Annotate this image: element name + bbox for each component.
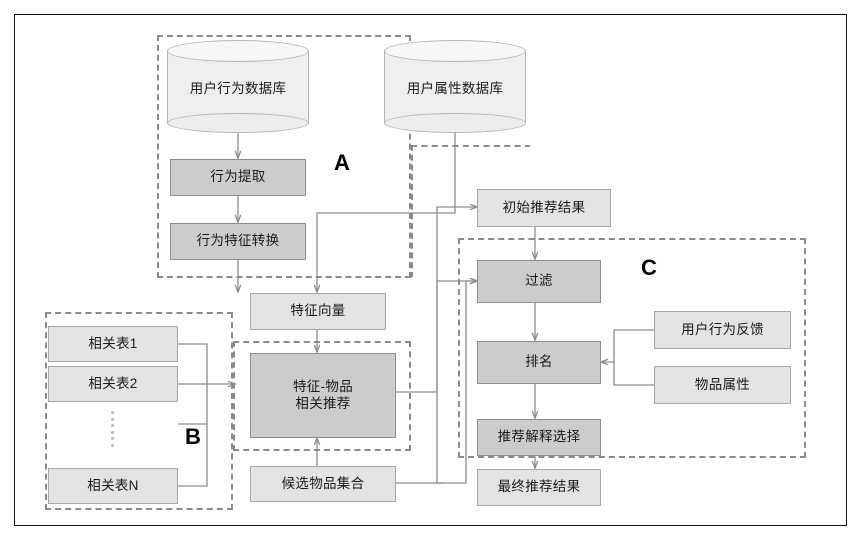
node-rec-explain-select[interactable]: 推荐解释选择 bbox=[477, 419, 601, 456]
cylinder-top bbox=[167, 40, 309, 62]
node-behavior-feature-conv-label: 行为特征转换 bbox=[196, 233, 280, 249]
node-final-rec-result[interactable]: 最终推荐结果 bbox=[477, 469, 601, 506]
node-item-attribute-label: 物品属性 bbox=[694, 376, 751, 392]
db-user-attribute: 用户属性数据库 bbox=[384, 40, 526, 133]
node-relation-table-2[interactable]: 相关表2 bbox=[48, 366, 178, 402]
cylinder-bottom bbox=[167, 113, 309, 133]
group-c-label: C bbox=[641, 255, 657, 280]
node-behavior-extract-label: 行为提取 bbox=[210, 169, 266, 185]
cylinder-bottom bbox=[384, 113, 526, 133]
node-behavior-feature-conv[interactable]: 行为特征转换 bbox=[170, 223, 306, 260]
node-candidate-item-set[interactable]: 候选物品集合 bbox=[250, 466, 396, 502]
node-relation-table-1-label: 相关表1 bbox=[88, 335, 138, 351]
node-rec-explain-select-label: 推荐解释选择 bbox=[497, 429, 581, 445]
cylinder-top bbox=[384, 40, 526, 62]
node-final-rec-result-label: 最终推荐结果 bbox=[497, 479, 581, 495]
group-b-label: B bbox=[185, 424, 201, 449]
relation-table-ellipsis-icon bbox=[111, 411, 114, 447]
node-user-behavior-feedback-label: 用户行为反馈 bbox=[681, 321, 764, 337]
node-relation-table-n-label: 相关表N bbox=[87, 477, 139, 493]
group-a-label: A bbox=[334, 150, 350, 175]
cylinder-body bbox=[384, 50, 526, 123]
node-ranking-label: 排名 bbox=[525, 354, 553, 370]
node-item-attribute[interactable]: 物品属性 bbox=[654, 366, 791, 404]
node-filter[interactable]: 过滤 bbox=[477, 260, 601, 303]
node-initial-rec-result[interactable]: 初始推荐结果 bbox=[477, 189, 611, 227]
node-relation-table-1[interactable]: 相关表1 bbox=[48, 326, 178, 362]
node-candidate-item-set-label: 候选物品集合 bbox=[281, 475, 365, 491]
group-b-region bbox=[45, 312, 233, 510]
node-initial-rec-result-label: 初始推荐结果 bbox=[502, 199, 586, 215]
node-relation-table-2-label: 相关表2 bbox=[88, 375, 138, 391]
db-user-attribute-label: 用户属性数据库 bbox=[406, 80, 504, 96]
node-filter-label: 过滤 bbox=[525, 273, 553, 289]
node-behavior-extract[interactable]: 行为提取 bbox=[170, 159, 306, 196]
cylinder-body bbox=[167, 50, 309, 123]
node-relation-table-n[interactable]: 相关表N bbox=[48, 468, 178, 504]
db-user-behavior-label: 用户行为数据库 bbox=[189, 80, 287, 96]
node-feature-item-rec-line1: 特征-物品 bbox=[293, 379, 353, 395]
node-feature-item-rec-line2: 相关推荐 bbox=[295, 395, 351, 411]
node-feature-vector-label: 特征向量 bbox=[290, 303, 346, 319]
node-user-behavior-feedback[interactable]: 用户行为反馈 bbox=[654, 311, 791, 349]
db-user-behavior: 用户行为数据库 bbox=[167, 40, 309, 133]
node-feature-vector[interactable]: 特征向量 bbox=[250, 293, 386, 330]
node-feature-item-rec[interactable]: 特征-物品 相关推荐 bbox=[250, 353, 396, 438]
node-ranking[interactable]: 排名 bbox=[477, 341, 601, 384]
